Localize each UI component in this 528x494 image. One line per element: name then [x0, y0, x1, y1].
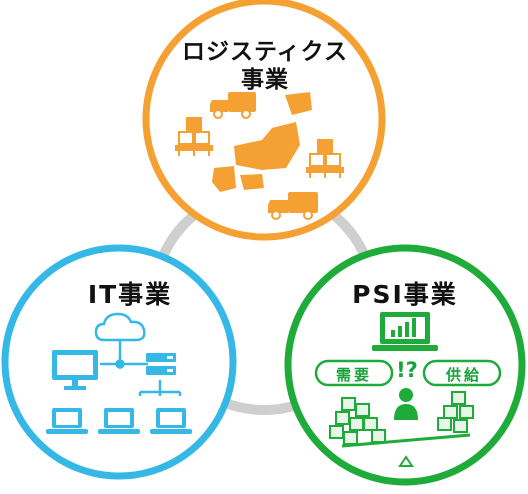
monitor-icon	[52, 350, 98, 390]
cloud-icon	[94, 312, 146, 342]
person-icon	[394, 388, 418, 420]
chart-laptop-icon	[372, 312, 438, 351]
question-exclamation-mark: !?	[396, 358, 418, 382]
demand-label: 需要	[335, 366, 372, 384]
supply-label: 供給	[445, 366, 482, 384]
truck-icon	[210, 92, 256, 119]
psi-title: PSI事業	[352, 280, 458, 309]
truck-icon	[268, 192, 318, 220]
laptop-icon	[150, 408, 192, 434]
boxes-on-pallet-icon	[306, 139, 344, 178]
it-circle	[1, 244, 237, 480]
balance-scale-icon	[341, 433, 471, 448]
boxes-on-pallet-icon	[175, 117, 213, 156]
demand-pill	[314, 359, 394, 387]
cube-stack-icon	[437, 391, 474, 433]
logistics-title-line1: ロジスティクス	[182, 39, 348, 65]
fulcrum-icon	[398, 455, 414, 467]
logistics-title-line2: 事業	[241, 67, 289, 93]
psi-circle	[284, 244, 526, 486]
laptop-icon	[46, 408, 88, 434]
logistics-circle	[142, 0, 386, 241]
supply-pill	[422, 359, 502, 387]
cube-stack-icon	[329, 397, 386, 445]
logistics-title: ロジスティクス 事業	[180, 38, 350, 94]
laptop-icon	[98, 408, 140, 434]
it-title: IT事業	[87, 280, 173, 309]
japan-map-icon	[212, 92, 312, 192]
server-icon	[146, 353, 176, 375]
